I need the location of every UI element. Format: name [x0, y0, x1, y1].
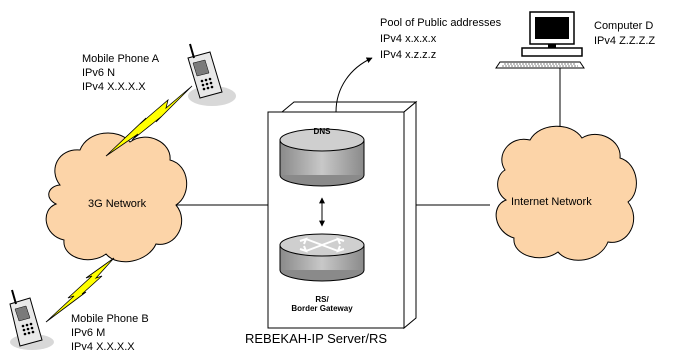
- mobile-b-label-line1: Mobile Phone B: [71, 313, 149, 325]
- mobile-a-label-line3: IPv4 X.X.X.X: [82, 81, 146, 93]
- dns-cylinder: [279, 128, 365, 187]
- pool-label-line2: IPv4 x.x.x.x: [380, 33, 437, 45]
- pool-pointer-arrow: [335, 57, 373, 113]
- server-caption: REBEKAH-IP Server/RS: [245, 331, 388, 346]
- mobile-a-label-line1: Mobile Phone A: [82, 53, 160, 65]
- computer-d-icon: [495, 11, 585, 69]
- router-label-line2: Border Gateway: [291, 304, 353, 313]
- router-arrows-icon: [299, 237, 345, 253]
- dns-label: DNS: [313, 127, 331, 136]
- mobile-phone-a-icon: [187, 43, 236, 106]
- pool-label-line1: Pool of Public addresses: [380, 17, 502, 29]
- mobile-b-label-line2: IPv6 M: [71, 327, 106, 339]
- lightning-bolt-b: [45, 257, 115, 323]
- lightning-bolt-a: [105, 85, 193, 157]
- cloud-internet-network: [495, 125, 637, 261]
- 3g-network-label: 3G Network: [88, 198, 147, 210]
- mobile-b-label-line3: IPv4 X.X.X.X: [71, 341, 135, 353]
- cloud-3g-network: [45, 132, 188, 263]
- computer-d-label-line2: IPv4 Z.Z.Z.Z: [594, 35, 656, 47]
- internet-network-label: Internet Network: [511, 196, 592, 208]
- mobile-phone-b-icon: [9, 289, 54, 350]
- router-label-line1: RS/: [315, 295, 329, 304]
- pool-label-line3: IPv4 x.z.z.z: [380, 49, 437, 61]
- mobile-a-label-line2: IPv6 N: [82, 67, 116, 79]
- computer-d-label-line1: Computer D: [594, 20, 654, 32]
- router-cylinder: [279, 233, 365, 282]
